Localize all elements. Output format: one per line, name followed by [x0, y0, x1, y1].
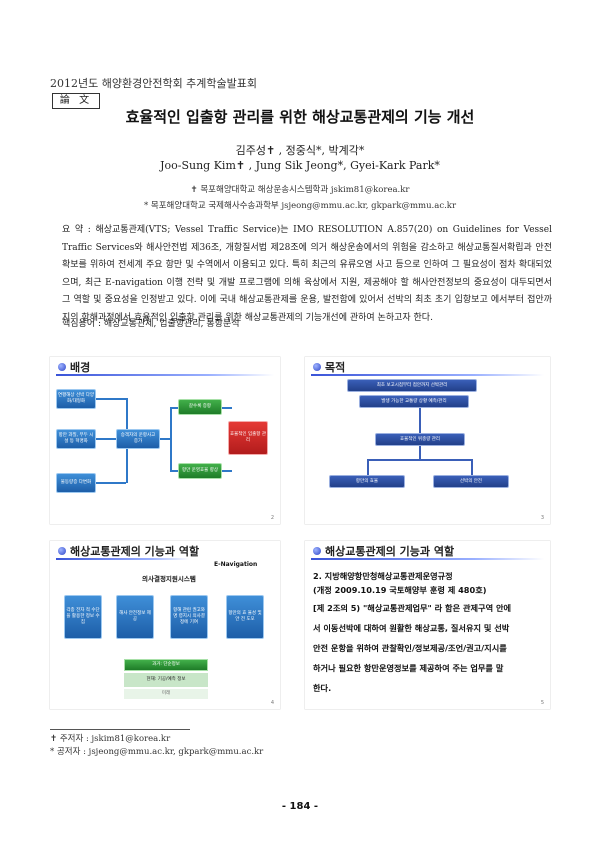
- slide-title: 목적: [313, 359, 345, 375]
- footnote-divider: [50, 729, 190, 730]
- background-box-1: 연평해상 선박 다양화/대형화: [56, 389, 96, 409]
- pyramid-present: 현재: 기공/예측 정보: [124, 673, 208, 687]
- enavigation-label: E-Navigation: [214, 561, 258, 568]
- arrow-line: [170, 407, 178, 409]
- bullet-icon: [58, 547, 66, 555]
- keywords: 핵심용어 : 해상교통관제, 입출항관리, 통항분석: [62, 319, 240, 329]
- background-box-2: 항만 과밀, 무두 시설 등 혁명화: [56, 429, 96, 449]
- slide-title-text: 배경: [70, 361, 91, 374]
- function-box-4: 항만의 효 율성 및 안 전 도모: [226, 595, 264, 639]
- arrow-line: [419, 446, 421, 460]
- slide-number: 5: [540, 700, 544, 706]
- regulation-line: 서 이동선박에 대하여 원활한 해상교통, 질서유지 및 선박: [313, 623, 510, 633]
- title-underline: [56, 558, 190, 560]
- arrow-line: [471, 459, 473, 475]
- background-box-6: 항만 운영효율 향상: [178, 463, 222, 479]
- title-underline: [311, 374, 544, 376]
- title-underline: [56, 374, 274, 376]
- slide-title: 배경: [58, 359, 90, 375]
- regulation-line: 안전 운항을 위하여 관찰확인/정보제공/조언/권고/지시를: [313, 643, 507, 653]
- paper-type-tag: 論 文: [52, 93, 100, 109]
- footnote-co-authors: * 공저자 : jsjeong@mmu.ac.kr, gkpark@mmu.ac…: [50, 747, 264, 757]
- background-box-4: 승객자의 운항사고 증가: [116, 429, 160, 449]
- bullet-icon: [58, 363, 66, 371]
- arrow-line: [160, 438, 170, 440]
- objective-box-3: 효율적인 위충량 관리: [375, 433, 465, 446]
- slide-background: 배경 연평해상 선박 다양화/대형화 항만 과밀, 무두 시설 등 혁명화 물동…: [50, 357, 280, 524]
- arrow-line: [170, 407, 172, 471]
- function-box-2: 해사 안전정보 제공: [116, 595, 154, 639]
- bullet-icon: [313, 363, 321, 371]
- slide-title-text: 해상교통관제의 기능과 역할: [325, 545, 455, 558]
- bullet-icon: [313, 547, 321, 555]
- function-box-3: 항해 관련 권고와 명 령지시 의사결정에 기여: [170, 595, 208, 639]
- slide-title: 해상교통관제의 기능과 역할: [313, 543, 454, 559]
- arrow-line: [96, 438, 116, 440]
- pyramid-future: 미래: [124, 689, 208, 699]
- regulation-line: [제 2조의 5) "해상교통관제업무" 라 함은 관제구역 안에: [313, 603, 512, 613]
- arrow-line: [222, 470, 232, 472]
- slide-number: 4: [270, 700, 274, 706]
- slide-functions-text: 해상교통관제의 기능과 역할 2. 지방해양항만청해상교통관제운영규정 (개정 …: [305, 541, 550, 709]
- objective-box-1: 최초 보고시점부터 접안까지 선박관리: [347, 379, 477, 392]
- slide-functions-diagram: 해상교통관제의 기능과 역할 E-Navigation 의사결정지원시스템 각종…: [50, 541, 280, 709]
- page-number: - 184 -: [281, 801, 319, 812]
- arrow-line: [126, 398, 128, 429]
- conference-name: 2012년도 해양환경안전학회 추계학술발표회: [50, 77, 258, 90]
- slide-title-text: 목적: [325, 361, 346, 374]
- affiliation-1: ✝ 목포해양대학교 해상운송시스템학과 jskim81@korea.kr: [190, 185, 410, 195]
- objective-box-2: 발생 가능한 교통량 상황 예측/관리: [359, 395, 469, 408]
- arrow-line: [170, 470, 178, 472]
- objective-box-5: 선박의 안전: [433, 475, 509, 488]
- slide-objective: 목적 최초 보고시점부터 접안까지 선박관리 발생 가능한 교통량 상황 예측/…: [305, 357, 550, 524]
- slide-title-text: 해상교통관제의 기능과 역할: [70, 545, 200, 558]
- background-box-3: 물동량증 다변화: [56, 473, 96, 493]
- regulation-title: 2. 지방해양항만청해상교통관제운영규정: [313, 571, 453, 581]
- title-underline: [311, 558, 544, 560]
- pyramid-past: 과거: 단순정보: [124, 659, 208, 671]
- arrow-line: [367, 459, 471, 461]
- regulation-line: 한다.: [313, 683, 332, 693]
- authors-korean: 김주성✝ , 정중식*, 박계각*: [235, 144, 365, 157]
- abstract: 요 약 : 해상교통관제(VTS; Vessel Traffic Service…: [62, 225, 552, 323]
- arrow-line: [96, 482, 126, 484]
- arrow-line: [222, 407, 232, 409]
- function-box-1: 각종 전자 적 수단을 활용한 정보 수집: [64, 595, 102, 639]
- regulation-revision: (개정 2009.10.19 국토해양부 훈령 제 480호): [313, 585, 487, 595]
- arrow-line: [126, 449, 128, 483]
- arrow-line: [367, 459, 369, 475]
- affiliation-2: * 목포해양대학교 국제해사수송과학부 jsjeong@mmu.ac.kr, g…: [143, 201, 457, 211]
- arrow-line: [419, 408, 421, 433]
- regulation-line: 하거나 필요한 항만운영정보를 제공하여 주는 업무를 말: [313, 663, 504, 673]
- slide-number: 2: [270, 515, 274, 521]
- paper-title: 효율적인 입출항 관리를 위한 해상교통관제의 기능 개선: [125, 108, 475, 126]
- authors-english: Joo-Sung Kim✝ , Jung Sik Jeong*, Gyei-Ka…: [160, 159, 440, 172]
- slide-title: 해상교통관제의 기능과 역할: [58, 543, 199, 559]
- arrow-line: [96, 398, 126, 400]
- objective-box-4: 항만의 효율: [329, 475, 405, 488]
- background-box-5: 갈수록 증항: [178, 399, 222, 415]
- footnote-main-author: ✝ 주저자 : jskim81@korea.kr: [50, 734, 171, 744]
- background-box-7: 효율적인 입출항 관리: [228, 421, 268, 455]
- decision-support-label: 의사결정지원시스템: [142, 575, 196, 583]
- slide-number: 3: [540, 515, 544, 521]
